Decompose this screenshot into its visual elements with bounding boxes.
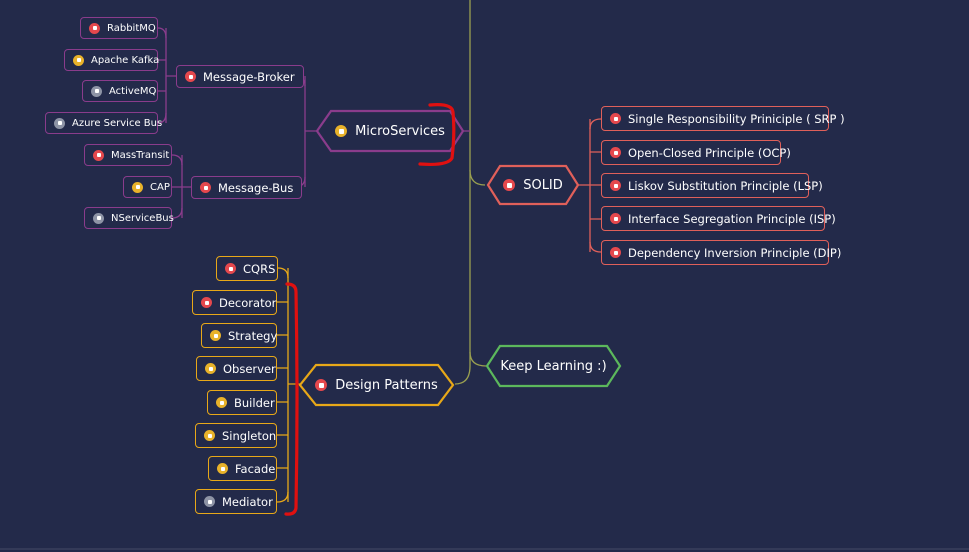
masstransit-node[interactable]: MassTransit [84,144,172,166]
microservices-hex [315,109,465,153]
node-label: Single Responsibility Priniciple ( SRP ) [628,111,845,126]
gray-flag-icon [93,212,104,224]
design-links [276,267,289,503]
node-label: Singleton [222,428,277,443]
red-flag-icon [225,263,236,274]
node-label: RabbitMQ [107,22,156,34]
message-broker-node[interactable]: Message-Broker [176,65,304,88]
node-label: Message-Broker [203,69,295,84]
design-hex [298,363,455,407]
node-label: Decorator [219,295,277,310]
red-flag-icon [315,379,328,391]
red-flag-icon [610,147,621,158]
node-label: Interface Segregation Principle (ISP) [628,211,836,226]
yellow-flag-icon [132,181,143,193]
red-flag-icon [89,22,100,34]
nservicebus-node[interactable]: NServiceBus [84,207,174,229]
yellow-flag-icon [205,363,216,374]
solid-spine [578,119,591,252]
yellow-flag-icon [217,463,228,474]
azure-service-bus-node[interactable]: Azure Service Bus [45,112,162,134]
gray-flag-icon [54,117,65,129]
node-label: Builder [234,395,275,410]
node-label: Open-Closed Principle (OCP) [628,145,791,160]
cqrs-node[interactable]: CQRS [216,256,278,281]
red-flag-icon [610,213,621,224]
node-label: Mediator [222,494,273,509]
srp-node[interactable]: Single Responsibility Priniciple ( SRP ) [601,106,845,131]
dip-node[interactable]: Dependency Inversion Principle (DIP) [601,240,841,265]
strategy-node[interactable]: Strategy [201,323,277,348]
keep-hex [485,344,622,388]
node-label: NServiceBus [111,212,174,224]
decorator-node[interactable]: Decorator [192,290,277,315]
singleton-node[interactable]: Singleton [195,423,277,448]
annotation-bracket-design [284,282,299,516]
builder-node[interactable]: Builder [207,390,277,415]
mediator-node[interactable]: Mediator [195,489,277,514]
design-patterns-label: Design Patterns [335,377,438,393]
node-label: Observer [223,361,276,376]
red-flag-icon [201,297,212,308]
ocp-node[interactable]: Open-Closed Principle (OCP) [601,140,791,165]
design-patterns-node[interactable]: Design Patterns [300,365,453,405]
yellow-flag-icon [335,125,348,137]
microservices-spine [304,76,317,187]
node-label: Strategy [228,328,278,343]
red-flag-icon [185,71,196,82]
bus-spine [181,155,191,218]
activemq-node[interactable]: ActiveMQ [82,80,158,102]
message-bus-node[interactable]: Message-Bus [191,176,303,199]
apache-kafka-node[interactable]: Apache Kafka [64,49,160,71]
solid-label: SOLID [523,177,563,193]
red-flag-icon [610,180,621,191]
yellow-flag-icon [210,330,221,341]
bus-links [171,154,183,219]
trunk-to-design [454,365,471,385]
isp-node[interactable]: Interface Segregation Principle (ISP) [601,206,836,231]
red-flag-icon [610,113,621,124]
trunk-to-keep [469,351,487,367]
trunk-to-solid [469,169,486,186]
facade-node[interactable]: Facade [208,456,277,481]
rabbitmq-node[interactable]: RabbitMQ [80,17,158,39]
node-label: Dependency Inversion Principle (DIP) [628,245,842,260]
keep-learning-node[interactable]: Keep Learning :) [487,346,620,386]
red-flag-icon [200,182,211,193]
keep-learning-label: Keep Learning :) [500,358,607,374]
microservices-label: MicroServices [355,123,445,139]
broker-spine [165,28,176,123]
broker-links [157,27,167,124]
node-label: CAP [150,181,170,193]
red-flag-icon [503,179,516,191]
lsp-node[interactable]: Liskov Substitution Principle (LSP) [601,173,823,198]
node-label: ActiveMQ [109,85,157,97]
node-label: Message-Bus [218,180,294,195]
node-label: Azure Service Bus [72,117,163,129]
node-label: CQRS [243,261,276,276]
microservices-node[interactable]: MicroServices [317,111,463,151]
red-flag-icon [93,149,104,161]
yellow-flag-icon [73,54,84,66]
node-label: MassTransit [111,149,170,161]
solid-links [589,118,602,253]
node-label: Apache Kafka [91,54,160,66]
annotation-bracket-microservices [418,103,456,166]
cap-node[interactable]: CAP [123,176,172,198]
solid-hex [486,164,580,206]
gray-flag-icon [91,85,102,97]
observer-node[interactable]: Observer [196,356,277,381]
red-flag-icon [610,247,621,258]
gray-flag-icon [204,496,215,507]
node-label: Facade [235,461,276,476]
yellow-flag-icon [204,430,215,441]
node-label: Liskov Substitution Principle (LSP) [628,178,823,193]
yellow-flag-icon [216,397,227,408]
solid-node[interactable]: SOLID [488,166,578,204]
